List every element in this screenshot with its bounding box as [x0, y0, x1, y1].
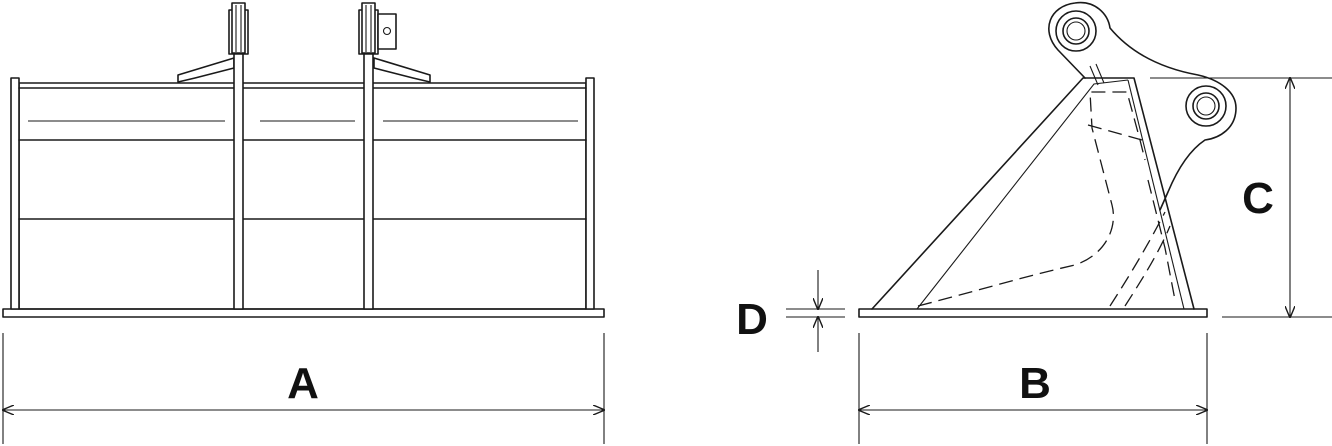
front-view: A: [2, 2, 605, 444]
side-bucket-profile: [871, 77, 1195, 310]
label-a: A: [287, 359, 319, 408]
front-top-bracket-right: [373, 57, 431, 83]
front-bucket-body: [18, 82, 587, 310]
front-side-plate-left: [10, 77, 20, 310]
front-cutting-edge: [2, 308, 605, 318]
front-top-bracket-left: [177, 57, 235, 83]
label-b: B: [1019, 359, 1051, 408]
dimension-b: [859, 333, 1207, 444]
side-pin-boss-upper: [1055, 10, 1097, 52]
side-cutting-edge: [858, 308, 1208, 318]
side-mount-bracket: [1048, 1, 1237, 211]
label-c: C: [1242, 174, 1274, 223]
side-view: B C D: [736, 1, 1332, 444]
dimension-c: [1150, 78, 1332, 317]
dimension-d: [786, 270, 845, 352]
front-mount-rib-right: [358, 2, 397, 310]
front-pin-boss: [377, 13, 397, 50]
side-pin-boss-lower: [1185, 85, 1227, 127]
dimension-a: [3, 333, 604, 444]
front-mount-rib-left: [228, 2, 249, 310]
front-side-plate-right: [585, 77, 595, 310]
label-d: D: [736, 295, 768, 344]
